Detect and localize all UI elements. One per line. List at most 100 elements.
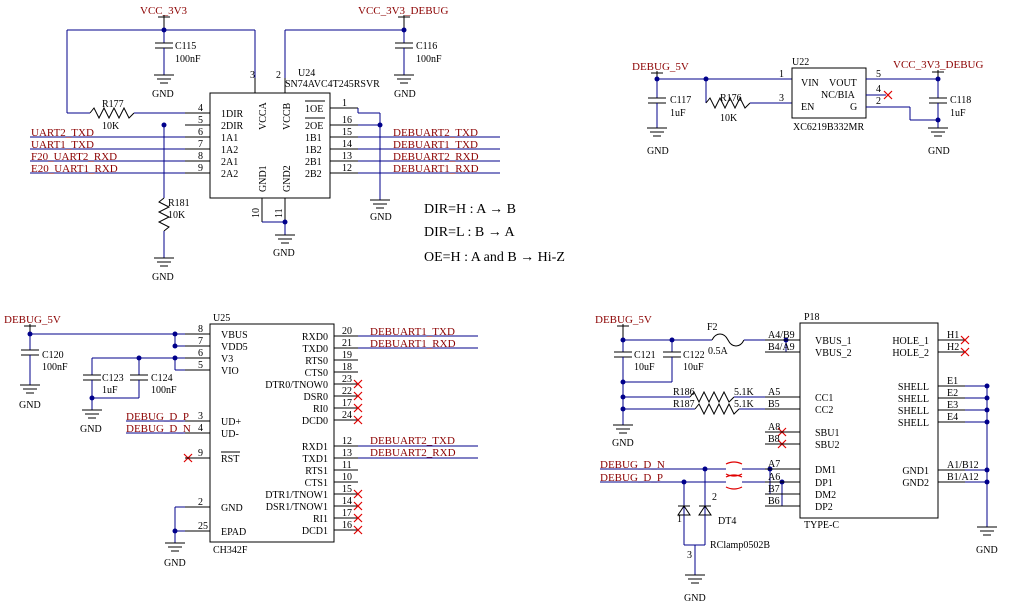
note-dir-h: DIR=H : A → B: [424, 202, 516, 217]
net-label-u24-left: UART2_TXD: [31, 127, 94, 139]
no-connect-mark: [960, 347, 970, 357]
u25-right-pin-name: DTR1/TNOW1: [265, 490, 328, 501]
u24-left-pin-num: 5: [198, 115, 203, 126]
c116-val: 100nF: [416, 54, 442, 65]
r186-val: 5.1K: [734, 387, 755, 398]
p18-left-pin-name: VBUS_2: [815, 348, 852, 359]
f2-ref: F2: [707, 322, 718, 333]
u25-left-pin-name: RST: [221, 454, 239, 465]
u25-right-pin-num: 17: [342, 398, 352, 409]
u24-pin3: 3: [250, 70, 255, 81]
u25-right-pin-name: RXD1: [302, 442, 328, 453]
gnd-label: GND: [370, 212, 392, 223]
u24-pin11: 11: [274, 208, 285, 218]
p18-left-pin-num: A8: [768, 422, 780, 433]
u25-right-pin-num: 24: [342, 410, 352, 421]
no-connect-mark: [353, 489, 363, 499]
u25-left-pin-name: UD+: [221, 417, 241, 428]
p18-left-pin-name: SBU2: [815, 440, 839, 451]
u25-left-pin-num: 8: [198, 324, 203, 335]
u25-left-pin-num: 3: [198, 411, 203, 422]
p18-right-pin-num: B1/A12: [947, 472, 979, 483]
c121-ref: C121: [634, 350, 656, 361]
u22-part: XC6219B332MR: [793, 122, 864, 133]
u25-right-pin-name: DCD0: [302, 416, 328, 427]
p18-right-pin-num: H2: [947, 342, 959, 353]
p18-right-pin-num: E3: [947, 400, 958, 411]
u25-right-pin-num: 13: [342, 448, 352, 459]
p18-left-pin-num: A6: [768, 472, 780, 483]
p18-left-pin-num: A4/B9: [768, 330, 795, 341]
p18-left-pin-name: DP2: [815, 502, 833, 513]
p18-body: [799, 322, 939, 519]
net-tie-mark: [725, 474, 743, 490]
u25-left-pin-num: 6: [198, 348, 203, 359]
gnd-label: GND: [80, 424, 102, 435]
u24-left-pin-name: 2DIR: [221, 121, 244, 132]
u24-left-pin-num: 8: [198, 151, 203, 162]
u24-left-pin-num: 4: [198, 103, 203, 114]
gnd-label: GND: [273, 248, 295, 259]
debug5v-label: DEBUG_5V: [595, 314, 652, 326]
c118-ref: C118: [950, 95, 971, 106]
debug5v-label: DEBUG_5V: [632, 61, 689, 73]
u25-ref: U25: [213, 313, 230, 324]
u25-part: CH342F: [213, 545, 248, 556]
r176-ref: R176: [720, 93, 742, 104]
r176-val: 10K: [720, 113, 738, 124]
gnd-label: GND: [976, 545, 998, 556]
u24-left-pin-num: 9: [198, 163, 203, 174]
u24-vcca: VCCA: [258, 101, 269, 130]
p18-right-pin-name: HOLE_2: [892, 348, 929, 359]
gnd-label: GND: [152, 272, 174, 283]
net-debuart2-rxd: DEBUART2_RXD: [370, 447, 456, 459]
c122-ref: C122: [683, 350, 705, 361]
u22-en: EN: [801, 102, 814, 113]
p18-left-pin-num: B5: [768, 399, 780, 410]
u24-body: [209, 92, 331, 199]
u25-left-pin-name: VBUS: [221, 330, 248, 341]
r187-val: 5.1K: [734, 399, 755, 410]
net-debuart2-txd: DEBUART2_TXD: [370, 435, 455, 447]
p18-right-pin-name: SHELL: [898, 406, 929, 417]
no-connect-mark: [353, 391, 363, 401]
net-label-u24-right: DEBUART2_TXD: [393, 127, 478, 139]
gnd-label: GND: [164, 558, 186, 569]
dt4-pin2: 2: [712, 492, 717, 503]
c117-ref: C117: [670, 95, 691, 106]
u22-pin4: 4: [876, 84, 881, 95]
u25-right-pin-name: TXD1: [302, 454, 328, 465]
p18-left-pin-name: VBUS_1: [815, 336, 852, 347]
note-dir-l: DIR=L : B → A: [424, 225, 515, 240]
u25-right-pin-num: 21: [342, 338, 352, 349]
u24-right-pin-num: 14: [342, 139, 352, 150]
net-debuart1-txd: DEBUART1_TXD: [370, 326, 455, 338]
net-label-u24-right: DEBUART1_RXD: [393, 163, 479, 175]
u25-left-pin-name: VDD5: [221, 342, 248, 353]
p18-left-pin-name: DM2: [815, 490, 836, 501]
p18-left-pin-name: SBU1: [815, 428, 839, 439]
p18-right-pin-num: E2: [947, 388, 958, 399]
p18-right-pin-num: H1: [947, 330, 959, 341]
gnd-label: GND: [612, 438, 634, 449]
p18-left-pin-num: B7: [768, 484, 780, 495]
net-label-u24-left: UART1_TXD: [31, 139, 94, 151]
u25-right-pin-name: DTR0/TNOW0: [265, 380, 328, 391]
net-debug-d-n: DEBUG_D_N: [126, 423, 191, 435]
c124-val: 100nF: [151, 385, 177, 396]
no-connect-mark: [353, 525, 363, 535]
net-label-u24-right: DEBUART2_RXD: [393, 151, 479, 163]
c120-val: 100nF: [42, 362, 68, 373]
p18-left-pin-name: CC2: [815, 405, 833, 416]
r181-ref: R181: [168, 198, 190, 209]
p18-left-pin-num: B4/A9: [768, 342, 795, 353]
p18-right-pin-name: SHELL: [898, 418, 929, 429]
net-label-u24-right: DEBUART1_TXD: [393, 139, 478, 151]
u24-right-pin-name: 2B2: [305, 169, 322, 180]
u24-gnd1: GND1: [258, 165, 269, 192]
u25-right-pin-num: 19: [342, 350, 352, 361]
u22-pin3: 3: [779, 93, 784, 104]
u25-left-pin-name: UD-: [221, 429, 239, 440]
note-oe-h: OE=H : A and B → Hi-Z: [424, 250, 565, 265]
